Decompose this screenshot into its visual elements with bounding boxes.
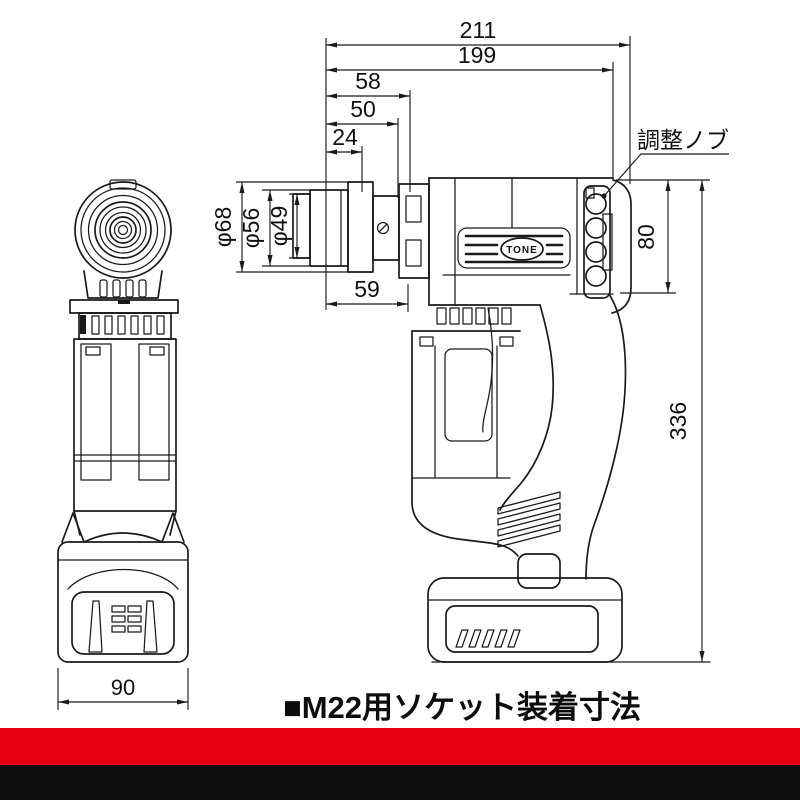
dim-dia68-label: φ68 (210, 207, 236, 248)
extension-lines (325, 36, 710, 312)
motor-block-side (411, 307, 521, 557)
dim-58-label: 58 (355, 68, 381, 94)
dim-90-label: 90 (111, 675, 135, 700)
housing-front (61, 299, 185, 543)
figure-caption: ■M22用ソケット装着寸法 (283, 690, 641, 725)
battery-latch-button (517, 553, 561, 589)
dimension-dia49: φ49 (266, 193, 311, 259)
handle-grip-side (482, 293, 627, 589)
dimension-199: 199 (326, 42, 613, 73)
brand-logo-text: TONE (506, 245, 538, 256)
dimension-dia68: φ68 (210, 181, 350, 273)
brand-logo-badge (500, 237, 544, 261)
leader-dot (601, 193, 607, 199)
red-band (0, 728, 800, 765)
dimension-battery-width: 90 (57, 668, 189, 710)
neck-collar-front (83, 270, 163, 299)
side-view: 211 199 58 50 24 (210, 17, 729, 663)
tool-housing-side: TONE (428, 177, 632, 314)
dim-80-label: 80 (633, 224, 659, 250)
dimension-overall-length: 211 (326, 17, 630, 48)
dimension-50: 50 (326, 96, 398, 127)
dim-199-label: 199 (458, 42, 496, 68)
dimension-dia56: φ56 (238, 189, 312, 267)
dimension-overall-height: 336 (665, 180, 705, 662)
black-band (0, 765, 800, 800)
dimension-height-80: 80 (620, 180, 676, 294)
dim-211-label: 211 (460, 17, 497, 43)
dim-50-label: 50 (350, 96, 376, 122)
socket-assembly (292, 181, 430, 279)
dim-dia56-label: φ56 (238, 208, 264, 249)
dim-59-label: 59 (354, 276, 380, 302)
dimension-58: 58 (326, 68, 410, 99)
battery-side (427, 577, 623, 663)
dim-24-label: 24 (332, 124, 358, 150)
callout-adjustment-knob: 調整ノブ (601, 127, 729, 199)
adjustment-knob (583, 185, 613, 299)
dim-336-label: 336 (665, 402, 691, 440)
dimension-59: 59 (326, 276, 408, 307)
adjustment-knob-label: 調整ノブ (637, 127, 729, 153)
set-screw (376, 221, 390, 235)
front-view: 90 (57, 179, 189, 710)
socket-head-front (74, 179, 172, 279)
dimension-24: 24 (326, 124, 362, 155)
dim-dia49-label: φ49 (266, 206, 292, 247)
battery-front (57, 541, 189, 663)
